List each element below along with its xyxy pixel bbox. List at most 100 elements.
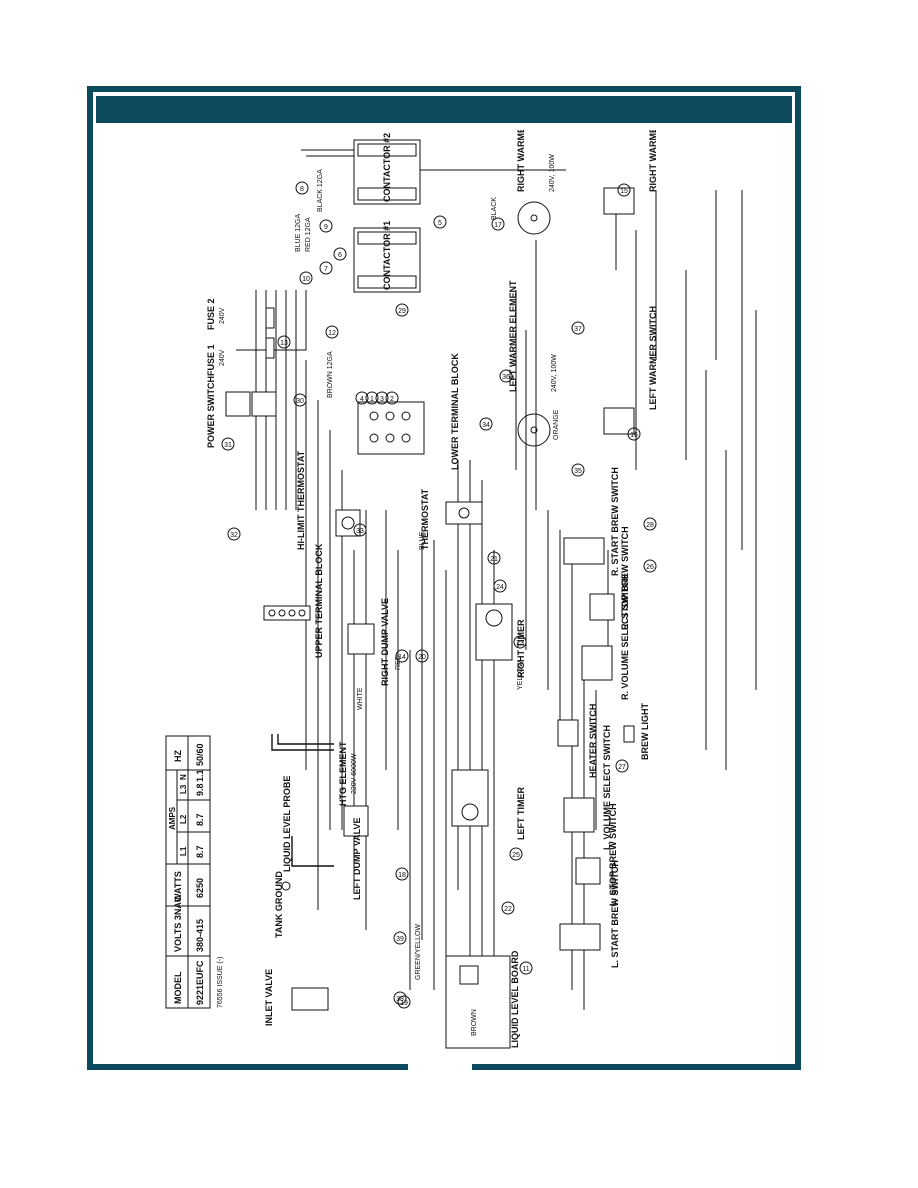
marker-15: 15 (620, 188, 628, 195)
td-watts: 6250 (195, 878, 205, 898)
power-switch-label: POWER SWITCH (206, 376, 216, 448)
marker-23: 23 (516, 640, 524, 647)
right-warmer-rating: 240V, 100W (549, 154, 556, 192)
marker-31: 31 (224, 442, 232, 449)
marker-21: 21 (490, 556, 498, 563)
td-l3: 9.8 (195, 783, 205, 796)
left-warmer-rating: 240V, 100W (551, 354, 558, 392)
marker-2: 2 (390, 396, 394, 403)
marker-11: 11 (522, 966, 529, 973)
left-dump-valve-label: LEFT DUMP VALVE (352, 817, 362, 900)
fuse-2-rating: 240V (219, 307, 226, 324)
l-stop-brew-switch: L. STOP BREW SWITCH (575, 803, 618, 906)
fuse-2-label: FUSE 2 (206, 298, 216, 330)
label-red: RED (395, 655, 402, 670)
header-bar (96, 96, 792, 123)
marker-33: 33 (356, 528, 364, 535)
marker-22: 22 (504, 906, 512, 913)
right-warmer-element: RIGHT WARMER ELEMENT 240V, 100W (516, 130, 556, 235)
marker-34: 34 (482, 422, 490, 429)
right-warmer-label: RIGHT WARMER ELEMENT (516, 130, 526, 192)
thermostat-label: THERMOSTAT (420, 488, 430, 550)
fuse-2: FUSE 2 240V (206, 298, 275, 330)
fuse-1-rating: 240V (219, 349, 226, 366)
label-red-12ga: RED 12GA (305, 217, 312, 252)
marker-9: 9 (324, 224, 328, 231)
marker-4: 4 (360, 396, 364, 403)
left-timer: LEFT TIMER (451, 769, 526, 840)
label-white: WHITE (357, 687, 364, 710)
marker-19: 19 (400, 1000, 408, 1007)
inlet-valve-label: INLET VALVE (264, 969, 274, 1026)
liquid-level-board-label: LIQUID LEVEL BOARD (510, 950, 520, 1048)
marker-12: 12 (328, 330, 336, 337)
r-start-brew-switch: R. START BREW SWITCH (563, 467, 620, 576)
marker-35: 35 (574, 468, 582, 475)
marker-6: 6 (338, 252, 342, 259)
td-n: 1.1 (195, 769, 205, 782)
marker-39: 39 (396, 936, 404, 943)
marker-36: 36 (502, 374, 510, 381)
power-switch: POWER SWITCH (206, 376, 277, 448)
marker-1: 1 (370, 396, 374, 403)
marker-17: 17 (494, 222, 502, 229)
th-l1: L1 (179, 846, 188, 856)
contactor-1-label: CONTACTOR #1 (382, 221, 392, 290)
right-warmer-switch: RIGHT WARMER SWITCH (603, 130, 658, 215)
label-black: BLACK (491, 197, 498, 220)
marker-30: 30 (296, 398, 304, 405)
td-l1: 8.7 (195, 845, 205, 858)
upper-terminal-block-label: UPPER TERMINAL BLOCK (314, 543, 324, 658)
thermostat: THERMOSTAT (420, 488, 483, 550)
right-warmer-switch-label: RIGHT WARMER SWITCH (648, 130, 658, 192)
left-warmer-element: LEFT WARMER ELEMENT 240V, 100W (508, 280, 558, 447)
label-green-yellow: GREEN/YELLOW (415, 924, 422, 980)
liquid-level-probe-label: LIQUID LEVEL PROBE (282, 776, 292, 872)
marker-8: 8 (300, 186, 304, 193)
upper-terminal-block: UPPER TERMINAL BLOCK (263, 543, 324, 658)
r-start-brew-label: R. START BREW SWITCH (610, 467, 620, 576)
td-model: 9221EUFC (195, 960, 205, 1005)
label-brown-12ga: BROWN 12GA (327, 351, 334, 398)
td-l2: 8.7 (195, 813, 205, 826)
l-start-brew-label: L. START BREW SWITCH (610, 860, 620, 968)
heater-switch: HEATER SWITCH (557, 704, 598, 778)
right-dump-valve-label: RIGHT DUMP VALVE (380, 598, 390, 686)
th-watts: WATTS (173, 871, 183, 902)
liquid-level-board: LIQUID LEVEL BOARD (445, 950, 520, 1049)
marker-5: 5 (438, 220, 442, 227)
label-blue: BLUE (419, 531, 426, 550)
th-volts: VOLTS 3NAC (173, 895, 183, 952)
lower-terminal-block-label: LOWER TERMINAL BLOCK (450, 353, 460, 470)
td-volts: 380-415 (195, 919, 205, 952)
marker-28: 28 (646, 522, 654, 529)
marker-10: 10 (302, 276, 310, 283)
label-blue-12ga: BLUE 12GA (295, 214, 302, 252)
th-hz: HZ (173, 750, 183, 762)
l-volume-label: L. VOLUME SELECT SWITCH (602, 725, 612, 850)
contactor-2: CONTACTOR #2 (353, 133, 421, 205)
label-orange: ORANGE (553, 409, 560, 440)
l-start-brew-switch: L. START BREW SWITCH (559, 860, 620, 968)
htg-element-rating: 220V 6000W (351, 753, 358, 794)
left-warmer-switch-label: LEFT WARMER SWITCH (648, 306, 658, 410)
marker-16: 16 (630, 432, 638, 439)
lower-terminal-block: LOWER TERMINAL BLOCK (357, 353, 460, 470)
marker-7: 7 (324, 266, 328, 273)
inlet-valve: INLET VALVE (264, 969, 329, 1026)
marker-32: 32 (230, 532, 238, 539)
marker-20: 20 (418, 654, 426, 661)
liquid-level-probe: LIQUID LEVEL PROBE (282, 776, 334, 872)
marker-24: 24 (496, 584, 504, 591)
left-warmer-switch: LEFT WARMER SWITCH (603, 306, 658, 435)
doc-number: 76556 ISSUE (-) (217, 957, 224, 1008)
left-timer-label: LEFT TIMER (516, 787, 526, 840)
marker-18: 18 (398, 872, 406, 879)
tank-ground-label: TANK GROUND (274, 871, 284, 938)
hi-limit-thermostat: HI-LIMIT THERMOSTAT (296, 450, 361, 550)
wire-markers: 8 9 10 5 6 7 12 13 15 16 17 1 2 3 4 29 3… (221, 181, 657, 1009)
hi-limit-label: HI-LIMIT THERMOSTAT (296, 450, 306, 550)
htg-element: HTG ELEMENT 220V 6000W (271, 734, 358, 806)
marker-38: 38 (396, 996, 404, 1003)
right-dump-valve: RIGHT DUMP VALVE (347, 598, 390, 686)
